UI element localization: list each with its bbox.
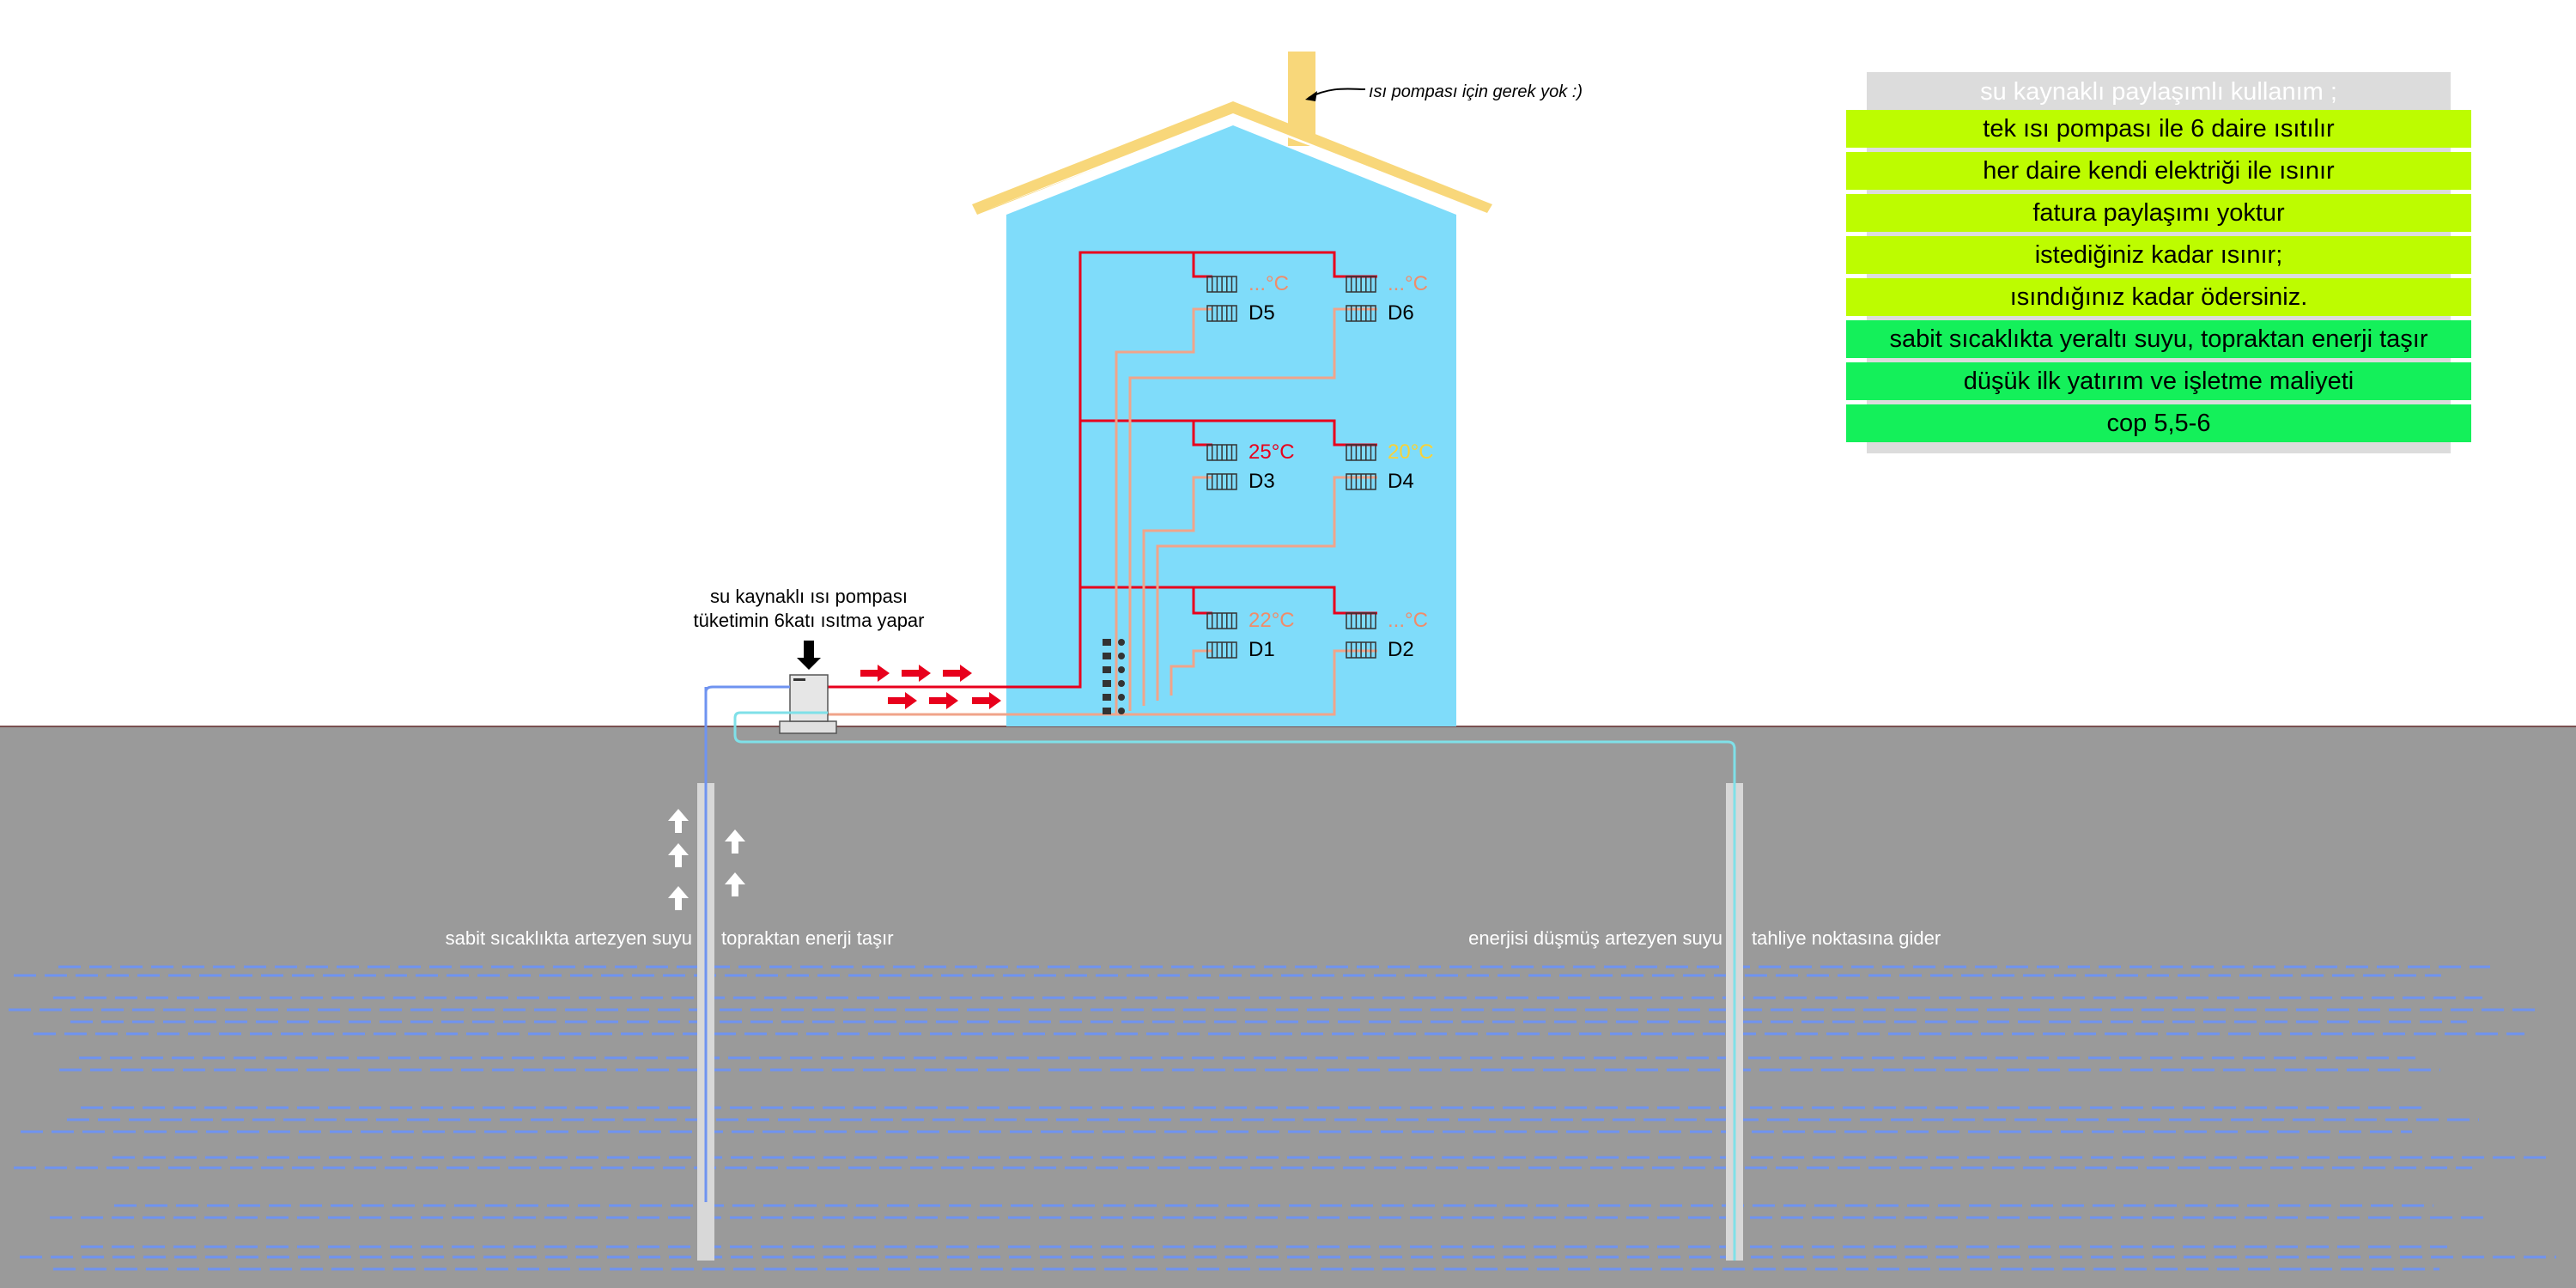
groundwater-streaks [9, 965, 2556, 1271]
info-row-text: cop 5,5-6 [2107, 410, 2211, 437]
apartment-d4: 20°C D4 [1346, 440, 1434, 493]
apartment-id-label: D5 [1249, 301, 1275, 325]
apartment-d6: ...°C D6 [1346, 272, 1428, 325]
temperature-label: 20°C [1388, 440, 1434, 464]
radiator-icon [1206, 641, 1237, 659]
info-row-text: istediğiniz kadar ısınır; [2035, 241, 2283, 269]
info-row-text: sabit sıcaklıkta yeraltı suyu, topraktan… [1890, 325, 2428, 353]
radiator-icon [1346, 641, 1376, 659]
apartments: ...°C D5 ...°C D6 25°C D3 20°C D4 22°C D1 ...°C D2 [1206, 272, 1434, 661]
radiator-icon [1206, 276, 1237, 293]
heat-pump-unit [779, 674, 837, 734]
info-row: fatura paylaşımı yoktur [1846, 194, 2471, 232]
apartment-id-label: D4 [1388, 470, 1414, 493]
upflow-arrows [668, 809, 745, 910]
radiator-icon [1206, 305, 1237, 322]
heat-meter-manifold [1103, 639, 1125, 714]
house-body [1006, 125, 1456, 726]
info-row: cop 5,5-6 [1846, 404, 2471, 442]
radiator-icon [1346, 444, 1376, 461]
apartment-d5: ...°C D5 [1206, 272, 1289, 325]
apartment-id-label: D3 [1249, 470, 1275, 493]
pump-label-line2: tüketimin 6katı ısıtma yapar [694, 610, 925, 631]
temperature-label: 22°C [1249, 609, 1295, 632]
apartment-id-label: D6 [1388, 301, 1414, 325]
radiator-icon [1206, 612, 1237, 629]
radiator-icon [1346, 612, 1376, 629]
info-panel-title: su kaynaklı paylaşımlı kullanım ; [1980, 78, 2337, 106]
apartment-id-label: D1 [1249, 638, 1275, 661]
discharge-destination-label: tahliye noktasına gider [1752, 927, 1941, 949]
radiator-icon [1206, 444, 1237, 461]
radiator-icon [1346, 473, 1376, 490]
supply-water-label: sabit sıcaklıkta artezyen suyu [446, 927, 692, 949]
pump-label-line1: su kaynaklı ısı pompası [710, 586, 908, 607]
supply-energy-label: topraktan enerji taşır [721, 927, 894, 949]
info-row-text: her daire kendi elektriği ile ısınır [1983, 157, 2335, 185]
temperature-label: 25°C [1249, 440, 1295, 464]
info-panel: su kaynaklı paylaşımlı kullanım ; tek ıs… [1846, 72, 2471, 453]
info-row: tek ısı pompası ile 6 daire ısıtılır [1846, 110, 2471, 148]
chimney-note-arrowhead [1305, 91, 1317, 101]
info-row: her daire kendi elektriği ile ısınır [1846, 152, 2471, 190]
info-row: düşük ilk yatırım ve işletme maliyeti [1846, 362, 2471, 400]
temperature-label: ...°C [1249, 272, 1289, 295]
info-row-text: düşük ilk yatırım ve işletme maliyeti [1964, 368, 2354, 395]
pump-pointer-arrow [797, 641, 821, 670]
radiator-icon [1206, 473, 1237, 490]
info-panel-rows: tek ısı pompası ile 6 daire ısıtılır her … [1846, 110, 2471, 442]
ground [0, 726, 2576, 1288]
apartment-d2: ...°C D2 [1346, 609, 1428, 661]
temperature-label: ...°C [1388, 272, 1428, 295]
info-row: sabit sıcaklıkta yeraltı suyu, topraktan… [1846, 320, 2471, 358]
radiator-icon [1346, 276, 1376, 293]
radiator-icon [1346, 305, 1376, 322]
well-discharge-line [733, 711, 1736, 750]
info-row-text: ısındığınız kadar ödersiniz. [2010, 283, 2308, 311]
info-row-text: tek ısı pompası ile 6 daire ısıtılır [1983, 115, 2335, 143]
info-row-text: fatura paylaşımı yoktur [2032, 199, 2285, 227]
hot-flow-arrows [860, 665, 1001, 709]
chimney-note: ısı pompası için gerek yok :) [1369, 82, 1583, 101]
well-supply-line [704, 685, 790, 693]
info-row: ısındığınız kadar ödersiniz. [1846, 278, 2471, 316]
info-row: istediğiniz kadar ısınır; [1846, 236, 2471, 274]
temperature-label: ...°C [1388, 609, 1428, 632]
apartment-id-label: D2 [1388, 638, 1414, 661]
heat-pump-base [779, 720, 837, 734]
chimney-note-arrow [1308, 88, 1366, 99]
apartment-d1: 22°C D1 [1206, 609, 1295, 661]
heat-pump-body [789, 674, 829, 722]
discharge-water-label: enerjisi düşmüş artezyen suyu [1468, 927, 1722, 949]
apartment-d3: 25°C D3 [1206, 440, 1295, 493]
